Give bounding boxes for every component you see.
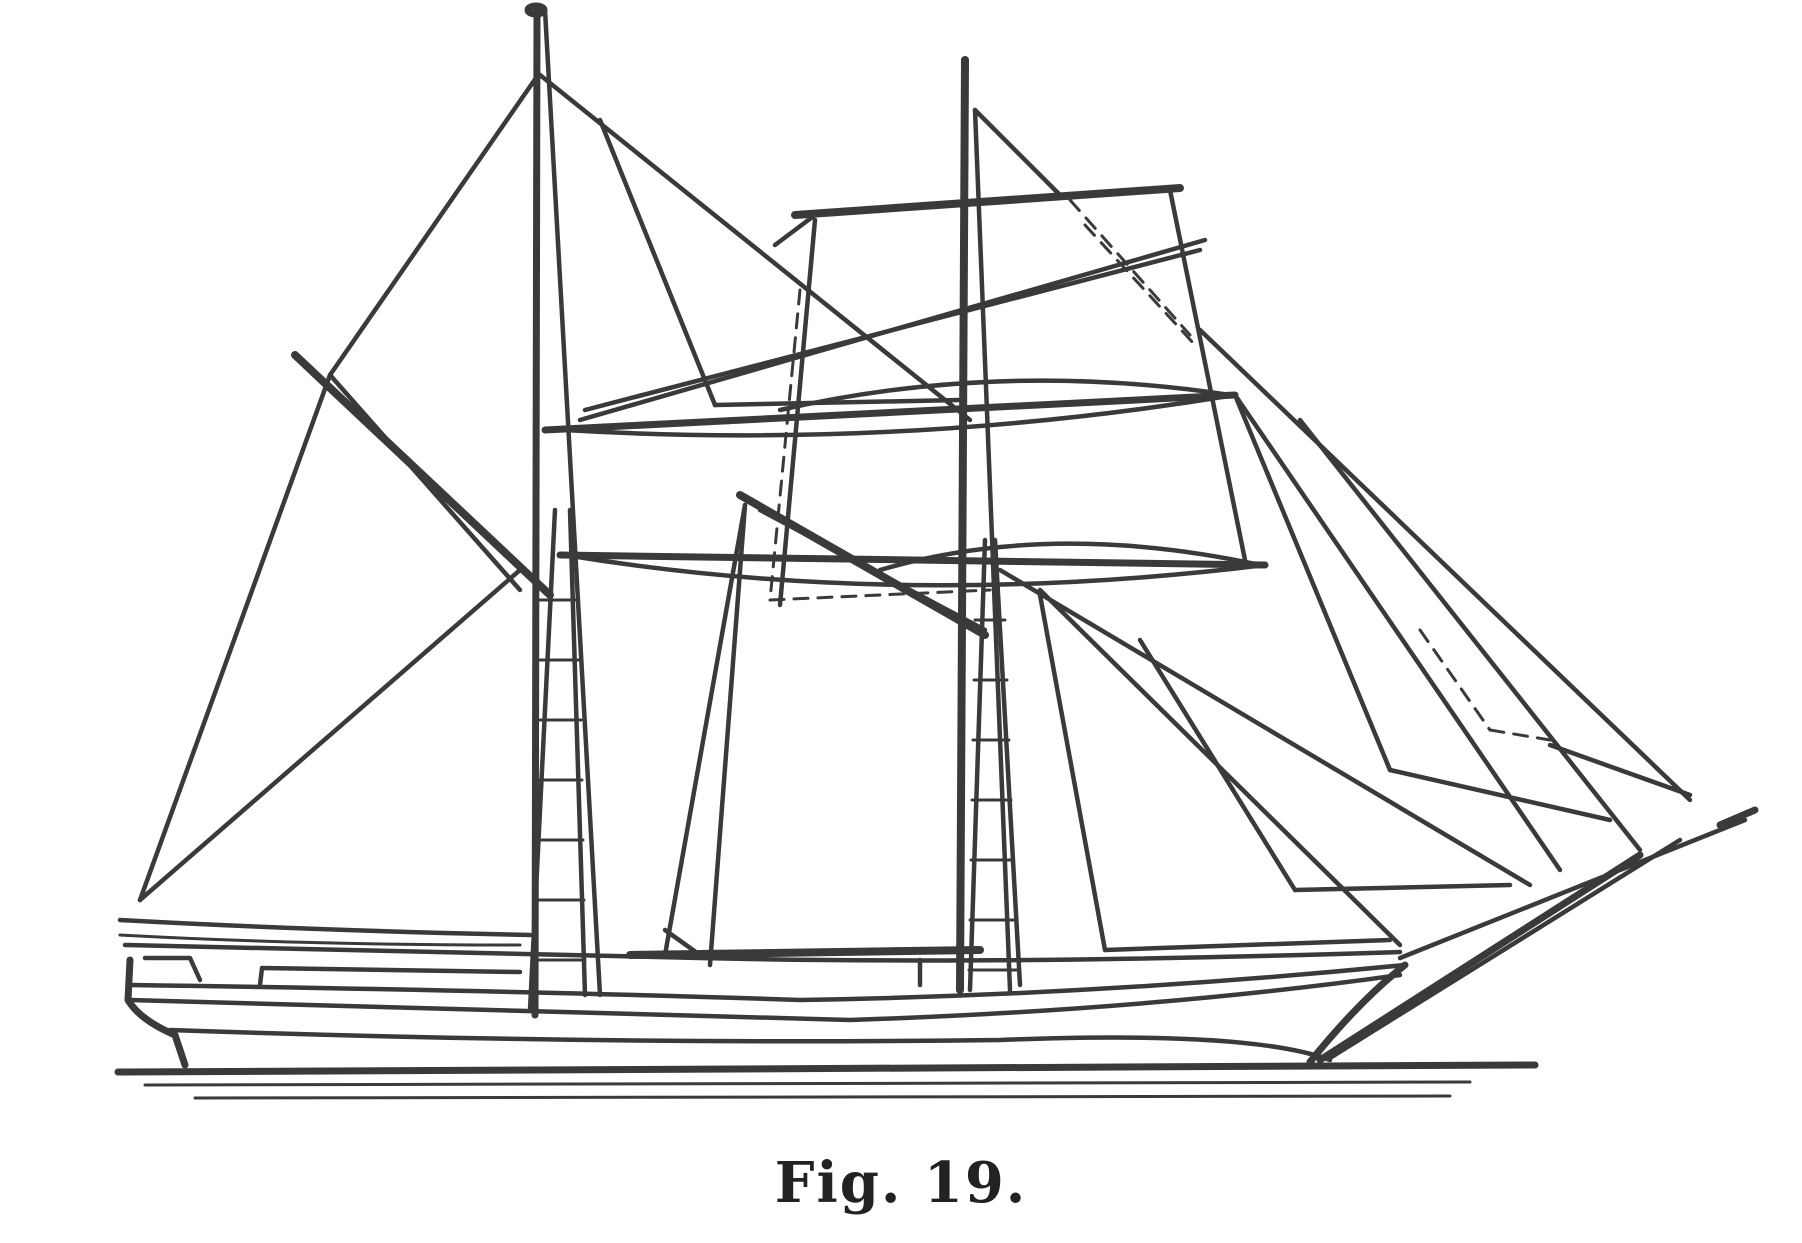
hull: [122, 806, 1759, 1069]
figure-caption: Fig. 19.: [774, 1150, 1028, 1216]
water-lines: [114, 1061, 1539, 1100]
rigging: [117, 72, 1693, 968]
aft-ratlines: [531, 598, 587, 962]
dashed-lines: [768, 198, 1552, 742]
spars: [291, 184, 1269, 959]
aft-mast: [524, 2, 603, 1019]
fore-ratlines: [967, 618, 1019, 972]
